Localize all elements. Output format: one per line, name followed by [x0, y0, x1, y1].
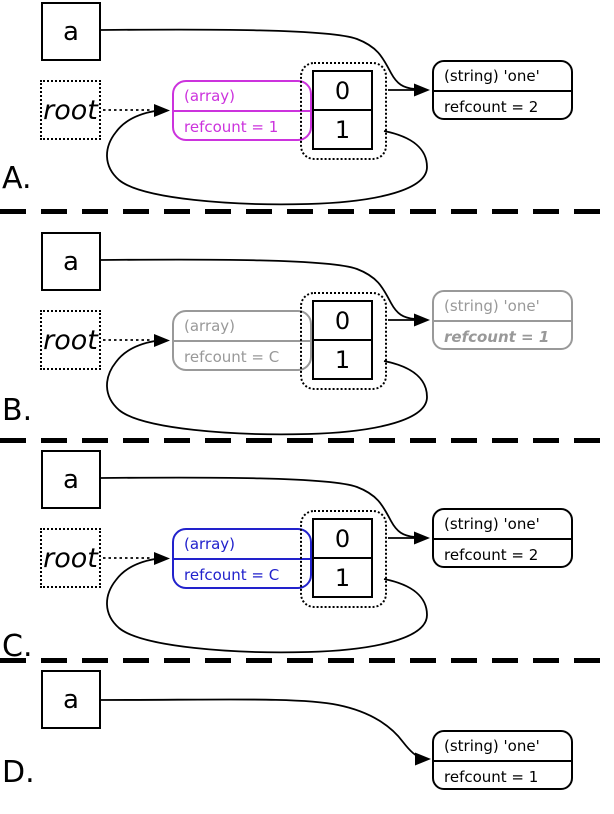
- array-value-box: (array) refcount = C: [172, 528, 312, 589]
- array-value-box: (array) refcount = C: [172, 310, 312, 371]
- array-refcount-label: refcount = C: [184, 347, 280, 366]
- array-type-label: (array): [174, 82, 310, 112]
- cell1-to-array-loop-arrow: [106, 110, 428, 206]
- cell1-to-array-loop-arrow: [106, 340, 428, 436]
- variable-box: a: [41, 670, 101, 729]
- a-to-string-arrow: [100, 476, 416, 538]
- variable-label: a: [63, 464, 79, 495]
- root-label: root: [43, 542, 98, 574]
- panel-label: B.: [2, 393, 33, 428]
- string-refcount-label: refcount = 2: [444, 545, 539, 564]
- root-label: root: [43, 324, 98, 356]
- variable-label: a: [63, 16, 79, 47]
- array-cell-1: 1: [314, 109, 371, 148]
- arrowhead-icon: [414, 83, 430, 97]
- array-refcount-label: refcount = C: [184, 565, 280, 584]
- string-refcount-label: refcount = 1: [444, 327, 550, 346]
- panel-b: a root (array) refcount = C 0 1 (string)…: [0, 230, 614, 440]
- array-value-box: (array) refcount = 1: [172, 80, 312, 141]
- arrowhead-icon: [154, 334, 170, 347]
- root-box: root: [40, 528, 101, 588]
- variable-box: a: [41, 450, 101, 509]
- panel-d-arrows: [100, 698, 431, 766]
- array-cells-outline: [300, 292, 387, 390]
- cell1-to-array-loop-arrow: [106, 558, 428, 654]
- string-value-box: (string) 'one' refcount = 1: [432, 730, 573, 790]
- panel-label: A.: [2, 161, 32, 196]
- string-value-box: (string) 'one' refcount = 2: [432, 60, 573, 120]
- arrowhead-icon: [154, 552, 170, 565]
- array-type-label: (array): [174, 312, 310, 342]
- root-box: root: [40, 80, 101, 140]
- panel-a-arrows: [100, 28, 430, 206]
- panel-a: a root (array) refcount = 1 0 1 (string)…: [0, 0, 614, 211]
- panel-c-arrows: [100, 476, 430, 654]
- panel-c: a root (array) refcount = C 0 1 (string)…: [0, 448, 614, 664]
- variable-label: a: [63, 684, 79, 715]
- arrowhead-icon: [154, 104, 170, 117]
- a-to-string-arrow: [100, 28, 416, 90]
- root-box: root: [40, 310, 101, 370]
- array-cell-0: 0: [334, 76, 351, 105]
- array-cells-box: 0 1: [312, 518, 373, 598]
- string-refcount-label: refcount = 2: [444, 97, 539, 116]
- array-cells-outline: [300, 62, 387, 160]
- arrowhead-icon: [414, 313, 430, 327]
- arrowhead-icon: [414, 531, 430, 545]
- root-label: root: [43, 94, 98, 126]
- string-value-box: (string) 'one' refcount = 2: [432, 508, 573, 568]
- array-cell-0: 0: [334, 524, 351, 553]
- panel-d: a (string) 'one' refcount = 1 D.: [0, 660, 614, 814]
- string-type-label: (string) 'one': [434, 292, 571, 322]
- array-cell-0: 0: [334, 306, 351, 335]
- variable-box: a: [41, 2, 101, 61]
- arrowhead-icon: [415, 752, 431, 766]
- string-type-label: (string) 'one': [434, 732, 571, 762]
- panel-separators: [0, 209, 614, 663]
- array-cells-box: 0 1: [312, 70, 373, 150]
- panel-b-arrows: [100, 258, 430, 436]
- panel-label: D.: [2, 755, 35, 790]
- panel-label: C.: [2, 629, 33, 664]
- array-type-label: (array): [174, 530, 310, 560]
- array-refcount-label: refcount = 1: [184, 117, 279, 136]
- a-to-string-arrow: [100, 698, 425, 760]
- string-value-box: (string) 'one' refcount = 1: [432, 290, 573, 350]
- variable-box: a: [41, 232, 101, 291]
- array-cells-outline: [300, 510, 387, 608]
- string-refcount-label: refcount = 1: [444, 767, 539, 786]
- array-cell-1: 1: [314, 557, 371, 596]
- array-cell-1: 1: [314, 339, 371, 378]
- string-type-label: (string) 'one': [434, 62, 571, 92]
- array-cells-box: 0 1: [312, 300, 373, 380]
- string-type-label: (string) 'one': [434, 510, 571, 540]
- a-to-string-arrow: [100, 258, 416, 320]
- variable-label: a: [63, 246, 79, 277]
